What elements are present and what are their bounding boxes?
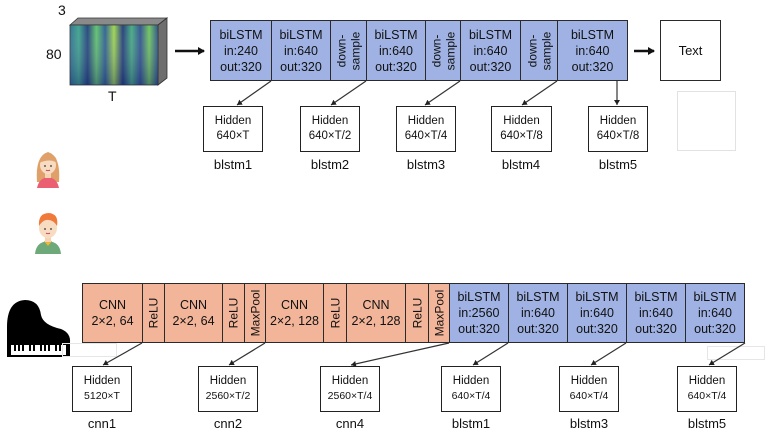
top-hidden-box-5: Hidden 640×T/8 (588, 106, 648, 152)
top-hidden-arrow-4 (521, 80, 558, 106)
bottom-hidden-box-1: Hidden 5120×T (72, 366, 132, 412)
top-hidden-box-3: Hidden 640×T/4 (396, 106, 456, 152)
bottom-hidden-box-6: Hidden 640×T/4 (677, 366, 737, 412)
bottom-hidden-arrow-5 (590, 342, 627, 366)
top-downsample-3: down- sample (520, 20, 558, 81)
top-bilstm-1: biLSTM in:240 out:320 (210, 20, 272, 81)
bottom-bilstm-5: biLSTM in:640 out:320 (685, 283, 745, 343)
time-label: T (108, 88, 117, 104)
bottom-hidden-box-3: Hidden 2560×T/4 (320, 366, 380, 412)
bottom-hidden-label-3: cnn4 (335, 416, 365, 431)
bottom-hidden-box-5: Hidden 640×T/4 (559, 366, 619, 412)
bottom-bilstm-1: biLSTM in:2560 out:320 (449, 283, 509, 343)
bottom-hidden-label-5: blstm3 (569, 416, 609, 431)
bottom-hidden-arrow-3 (350, 342, 450, 367)
bottom-hidden-arrow-6 (708, 342, 746, 366)
woman-avatar-icon (33, 146, 63, 188)
freq-label: 80 (46, 46, 62, 62)
bottom-hidden-label-1: cnn1 (87, 416, 117, 431)
top-bilstm-2: biLSTM in:640 out:320 (271, 20, 331, 81)
top-hidden-label-3: blstm3 (406, 157, 446, 172)
text-output-box: Text (660, 20, 721, 81)
blank-box (677, 91, 736, 151)
top-hidden-box-1: Hidden 640×T (203, 106, 263, 152)
top-bilstm-5: biLSTM in:640 out:320 (557, 20, 628, 81)
spectrogram-input (68, 17, 169, 87)
grand-piano-icon (5, 297, 71, 359)
bottom-cnn-1: CNN 2×2, 64 (82, 283, 143, 343)
faint-box-left (62, 343, 117, 357)
bottom-hidden-arrow-1 (102, 342, 143, 366)
bottom-hidden-arrow-2 (228, 342, 266, 366)
bottom-hidden-arrow-4 (472, 342, 509, 366)
top-hidden-label-4: blstm4 (501, 157, 541, 172)
top-hidden-arrow-2 (330, 80, 367, 106)
bottom-relu-4: ReLU (405, 283, 429, 343)
bottom-hidden-label-2: cnn2 (213, 416, 243, 431)
top-hidden-label-1: blstm1 (213, 157, 253, 172)
man-avatar-icon (33, 208, 63, 254)
bottom-hidden-label-4: blstm1 (451, 416, 491, 431)
top-hidden-box-2: Hidden 640×T/2 (300, 106, 360, 152)
bottom-hidden-box-4: Hidden 640×T/4 (441, 366, 501, 412)
bottom-bilstm-4: biLSTM in:640 out:320 (626, 283, 686, 343)
bottom-hidden-label-6: blstm5 (687, 416, 727, 431)
bottom-bilstm-3: biLSTM in:640 out:320 (567, 283, 627, 343)
bottom-hidden-box-2: Hidden 2560×T/2 (198, 366, 258, 412)
top-bilstm-3: biLSTM in:640 out:320 (366, 20, 426, 81)
top-hidden-box-4: Hidden 640×T/8 (491, 106, 552, 152)
top-hidden-arrow-3 (424, 80, 461, 106)
bottom-cnn-2: CNN 2×2, 64 (164, 283, 223, 343)
bottom-relu-3: ReLU (323, 283, 347, 343)
top-hidden-label-5: blstm5 (598, 157, 638, 172)
top-hidden-label-2: blstm2 (310, 157, 350, 172)
channels-label: 3 (58, 2, 66, 18)
spectrogram-icon (68, 17, 169, 86)
top-hidden-arrow-1 (236, 80, 272, 106)
bottom-cnn-3: CNN 2×2, 128 (265, 283, 324, 343)
top-bilstm-4: biLSTM in:640 out:320 (460, 20, 521, 81)
top-downsample-2: down- sample (425, 20, 461, 81)
